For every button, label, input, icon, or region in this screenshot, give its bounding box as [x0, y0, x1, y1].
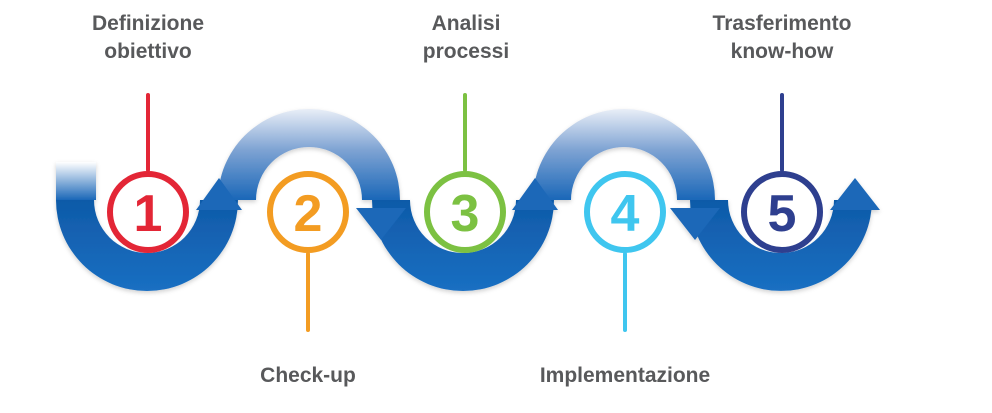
step-5-number: 5	[768, 185, 797, 243]
ribbon-top-arc-2	[218, 109, 400, 200]
step-1-label: Definizione obiettivo	[92, 10, 204, 66]
step-3-label-line-2: processi	[422, 40, 510, 63]
arrowhead-up-5	[830, 178, 880, 210]
step-5-badge: 5	[741, 171, 823, 253]
ribbon-bottom-arc-1	[56, 200, 238, 291]
arrowhead-up-1	[196, 178, 242, 210]
ribbon-start-fade	[56, 162, 96, 200]
step-3-label: Analisi processi	[423, 10, 509, 66]
step-5-label-line-2: know-how	[730, 40, 834, 63]
step-1-label-line-1: Definizione	[91, 12, 205, 35]
arrowhead-up-3	[512, 178, 558, 210]
arrowhead-down-4	[670, 208, 720, 240]
step-3-number: 3	[451, 185, 480, 243]
step-1-label-line-2: obiettivo	[104, 40, 192, 63]
step-3-badge: 3	[424, 171, 506, 253]
step-2-label: Check-up	[260, 362, 356, 390]
ribbon-bottom-arc-3	[372, 200, 554, 291]
step-1-badge: 1	[107, 171, 189, 253]
step-4-number: 4	[611, 185, 640, 243]
step-3-label-line-1: Analisi	[431, 12, 501, 35]
step-4-label: Implementazione	[540, 362, 710, 390]
ribbon-bottom-arc-5	[690, 200, 872, 291]
ribbon-top-arc-4	[533, 109, 715, 200]
step-4-badge: 4	[584, 171, 666, 253]
step-2-badge: 2	[267, 171, 349, 253]
step-2-number: 2	[294, 185, 323, 243]
step-1-number: 1	[134, 185, 163, 243]
step-4-label-line-1: Implementazione	[539, 364, 711, 387]
step-connectors	[146, 93, 784, 332]
step-2-label-line-1: Check-up	[260, 364, 356, 387]
flow-ribbon	[56, 109, 880, 291]
arrowhead-down-2	[356, 208, 406, 240]
step-5-label-line-1: Trasferimento	[712, 12, 852, 35]
step-5-label: Trasferimento know-how	[713, 10, 852, 66]
